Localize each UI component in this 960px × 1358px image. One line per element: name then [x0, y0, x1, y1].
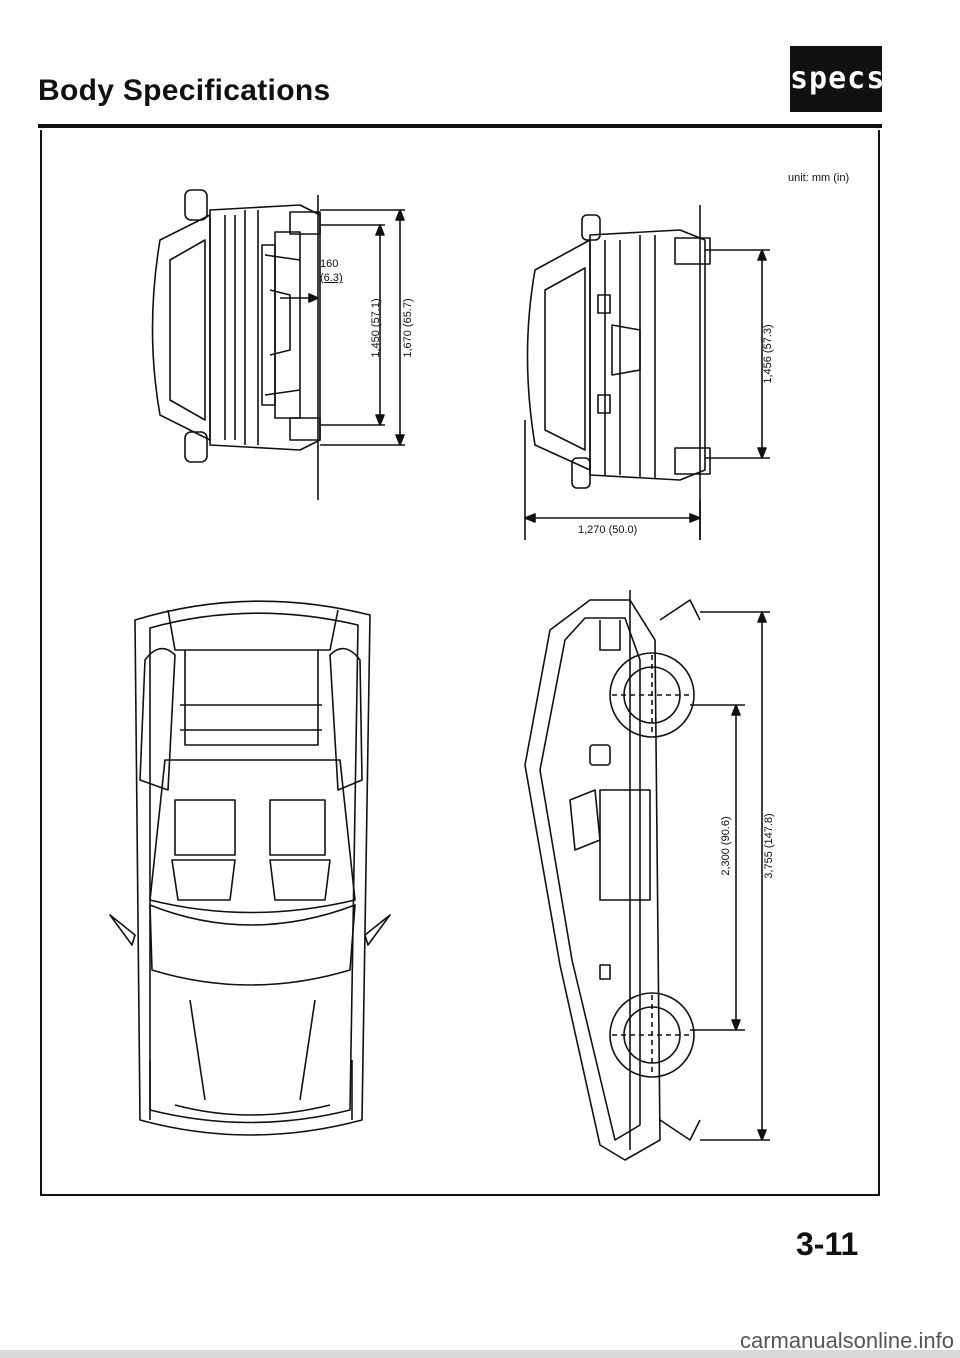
- top-view-drawing: [109, 600, 391, 1136]
- rear-height-label: 1,456 (57.3): [762, 324, 774, 384]
- overall-length-label: 3,755 (147.8): [763, 813, 775, 879]
- unit-note: unit: mm (in): [788, 172, 850, 184]
- front-offset-inch-label: (6.3): [320, 272, 343, 284]
- rear-view-drawing: [524, 205, 770, 540]
- specs-badge: specs: [790, 46, 884, 112]
- title-rule: [38, 124, 882, 128]
- front-height-a-label: 1,450 (57.1): [370, 298, 382, 358]
- watermark: carmanualsonline.info: [739, 1328, 954, 1353]
- front-height-b-label: 1,670 (65.7): [402, 298, 414, 358]
- front-view-drawing: [151, 189, 405, 500]
- page-title: Body Specifications: [38, 74, 331, 107]
- drawing-frame: [40, 130, 880, 1196]
- wheelbase-label: 2,300 (90.6): [720, 816, 732, 876]
- front-offset-label: 160: [320, 258, 339, 270]
- page-number: 3-11: [796, 1226, 859, 1262]
- bottom-rule: [0, 1350, 960, 1358]
- side-view-drawing: [524, 590, 770, 1161]
- rear-width-label: 1,270 (50.0): [578, 524, 638, 536]
